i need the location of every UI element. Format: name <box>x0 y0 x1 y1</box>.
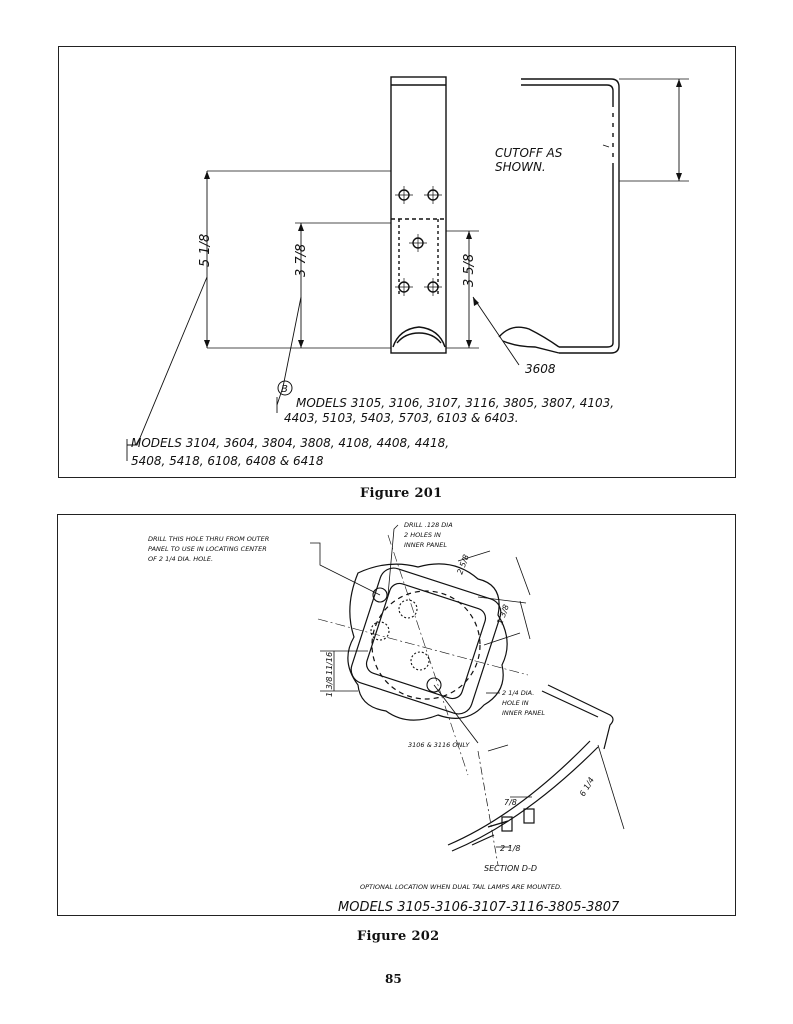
outer-panel-square <box>350 567 502 715</box>
note-drill-outer-2: PANEL TO USE IN LOCATING CENTER <box>148 545 267 553</box>
note-hole-3: INNER PANEL <box>502 709 545 717</box>
leader-a <box>127 276 208 446</box>
section-label: SECTION D-D <box>484 864 537 873</box>
note-drill-outer-3: OF 2 1/4 DIA. HOLE. <box>148 555 213 563</box>
cutoff-note-line1: CUTOFF AS <box>495 146 563 160</box>
note-drill-inner-3: INNER PANEL <box>404 541 447 549</box>
note-only: 3106 & 3116 ONLY <box>408 741 470 749</box>
dim-label-f: 6 1/4 <box>578 776 596 798</box>
bracket-front-view <box>390 76 447 354</box>
dim-label-right: 3 5/8 <box>462 254 477 287</box>
note-drill-inner-1: DRILL .128 DIA <box>404 521 453 529</box>
note-drill-inner-2: 2 HOLES IN <box>404 531 441 539</box>
part-number-label: 3608 <box>525 362 556 376</box>
dim-label-d: 1 3/8 <box>325 676 334 697</box>
models-b-line2: 4403, 5103, 5403, 5703, 6103 & 6403. <box>284 411 519 425</box>
note-drill-outer-1: DRILL THIS HOLE THRU FROM OUTER <box>148 535 269 543</box>
page-number: 85 <box>385 972 402 986</box>
leader-3608 <box>472 296 520 366</box>
models-a-line1: MODELS 3104, 3604, 3804, 3808, 4108, 440… <box>131 436 449 450</box>
figure-202-caption: Figure 202 <box>357 929 440 944</box>
note-hole-2: HOLE IN <box>502 699 529 707</box>
mounting-holes <box>398 189 439 293</box>
figure-202-models: MODELS 3105-3106-3107-3116-3805-3807 <box>338 900 620 915</box>
figure-202-drawing: DRILL THIS HOLE THRU FROM OUTER PANEL TO… <box>148 521 625 915</box>
section-bracket-top <box>547 684 614 750</box>
dim-label-middle: 3 7/8 <box>294 244 309 277</box>
lamp-cup-front <box>392 326 446 348</box>
models-b-line1: MODELS 3105, 3106, 3107, 3116, 3805, 380… <box>296 396 614 410</box>
panel-cutout-outline <box>347 563 508 721</box>
large-hole-dashed <box>371 590 481 700</box>
models-a-line2: 5408, 5418, 6108, 6408 & 6418 <box>131 454 324 468</box>
lamp-holes <box>370 587 442 693</box>
leader-b <box>276 296 302 406</box>
note-hole-1: 2 1/4 DIA. <box>502 689 534 697</box>
dim-label-g: 2 1/8 <box>500 844 521 853</box>
section-panel-curve <box>447 740 591 846</box>
lamp-cup-side <box>498 326 560 348</box>
callout-b-circle <box>277 380 293 396</box>
figure-201-frame: 5 1/8 3 7/8 3 5/8 CUTOFF AS SHOWN. 3608 … <box>58 46 736 478</box>
figure-202-frame: DRILL THIS HOLE THRU FROM OUTER PANEL TO… <box>57 514 736 916</box>
bracket-side-view <box>521 78 620 354</box>
dim-label-b: 1 3/8 <box>495 603 510 625</box>
callout-b-label: B <box>281 384 288 395</box>
figure-201-drawing: 5 1/8 3 7/8 3 5/8 CUTOFF AS SHOWN. 3608 … <box>126 76 689 468</box>
optional-location-note: OPTIONAL LOCATION WHEN DUAL TAIL LAMPS A… <box>360 883 562 891</box>
dim-label-c: 11/16 <box>325 652 334 675</box>
dim-label-overall: 5 1/8 <box>198 234 213 267</box>
cutoff-note-line2: SHOWN. <box>495 160 546 174</box>
dim-label-e: 7/8 <box>504 798 517 807</box>
figure-201-caption: Figure 201 <box>360 486 443 501</box>
section-fasteners <box>471 808 535 846</box>
